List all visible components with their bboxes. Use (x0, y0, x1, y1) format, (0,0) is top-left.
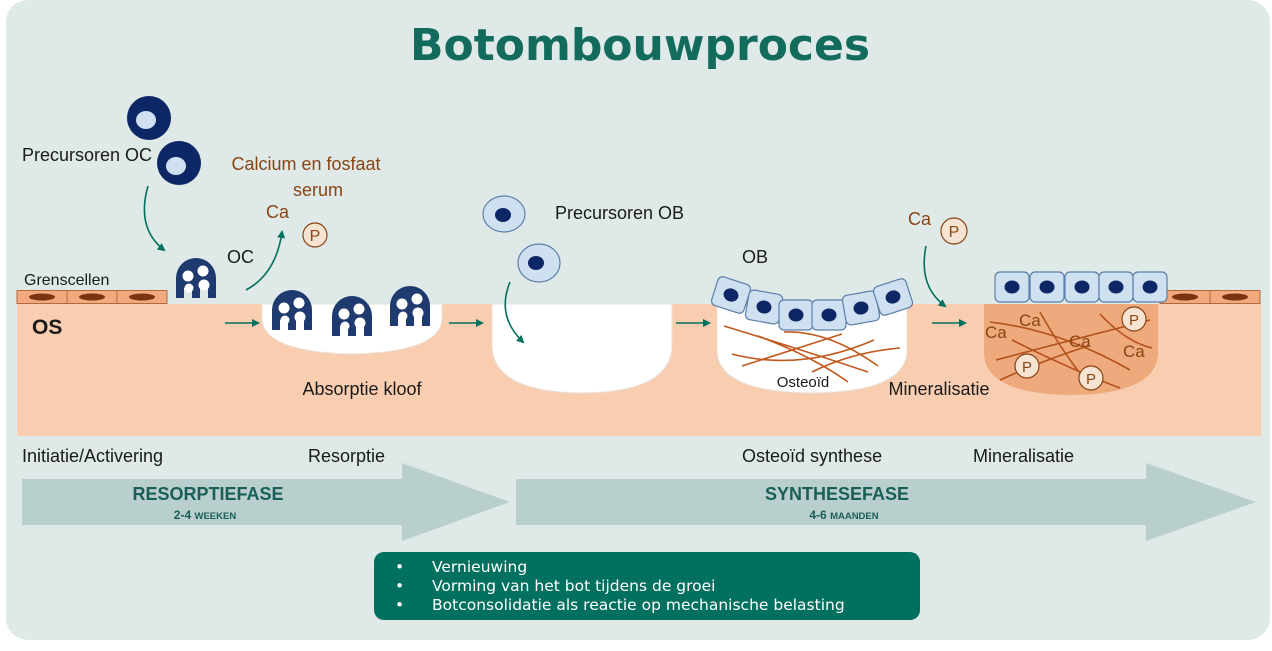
label-mineralisatie-mid: Mineralisatie (888, 379, 989, 399)
label-calcium-line2: serum (293, 180, 343, 200)
purpose-list: Vernieuwing Vorming van het bot tijdens … (374, 552, 920, 615)
osteoclast-cell (272, 290, 312, 330)
precursor-ob-cell (482, 195, 526, 233)
svg-text:P: P (1086, 371, 1096, 388)
osteoblast-cell (1029, 271, 1065, 303)
label-incoming-ca: Ca (908, 209, 932, 229)
label-oc: OC (227, 247, 254, 267)
lining-cell (66, 290, 118, 304)
phase-arrow-resorptie (22, 463, 510, 541)
osteoblast-cell (811, 299, 847, 331)
stage-label-resorptie: Resorptie (308, 446, 385, 466)
purpose-item: Botconsolidatie als reactie op mechanisc… (395, 596, 920, 615)
purpose-list-box: Vernieuwing Vorming van het bot tijdens … (374, 552, 920, 620)
stage-label-mineralisatie: Mineralisatie (973, 446, 1074, 466)
lining-cell (16, 290, 68, 304)
osteoblast-cell (1132, 271, 1168, 303)
mineral-ca: Ca (1019, 311, 1041, 330)
lining-cell (1209, 290, 1261, 304)
svg-text:P: P (310, 228, 321, 245)
stage-label-osteoid: Osteoïd synthese (742, 446, 882, 466)
svg-text:P: P (1129, 312, 1139, 329)
osteoblast-cell (994, 271, 1030, 303)
lining-cell (116, 290, 168, 304)
osteoblast-cell (1064, 271, 1100, 303)
stage-label-initiatie: Initiatie/Activering (22, 446, 163, 466)
osteoblast-cell (744, 288, 784, 326)
phase-duration-resorptie: 2-4 WEEKEN (174, 508, 237, 522)
label-precursor-ob: Precursoren OB (555, 203, 684, 223)
diagram-title: Botombouwproces (410, 20, 870, 71)
osteoblast-cell (778, 299, 814, 331)
mineral-p: P (1121, 306, 1147, 332)
osteoclast-cell (176, 258, 216, 298)
mineral-p: P (1014, 353, 1040, 379)
osteoclast-cell (390, 286, 430, 326)
phase-name-synthese: SYNTHESEFASE (765, 484, 909, 504)
empty-cavity (491, 303, 673, 394)
process-arrows (143, 185, 967, 344)
precursor-ob-cell (517, 243, 561, 283)
label-grenscellen: Grenscellen (24, 272, 109, 289)
label-precursor-oc: Precursoren OC (22, 145, 152, 165)
phase-name-resorptie: RESORPTIEFASE (132, 484, 283, 504)
svg-text:P: P (1022, 359, 1032, 376)
arrow-precursor-to-oc (143, 185, 166, 252)
osteoid-cavity (716, 303, 908, 394)
precursor-oc-cell (127, 96, 171, 140)
osteoblast-cell (1098, 271, 1134, 303)
label-osteoid: Osteoïd (777, 374, 830, 391)
arrow-precursor-to-ob (504, 281, 525, 344)
mineral-p: P (1078, 365, 1104, 391)
mineral-deposits: Ca Ca Ca Ca P P P (985, 306, 1147, 391)
label-calcium-ca: Ca (266, 202, 290, 222)
phase-duration-synthese: 4-6 MAANDEN (809, 508, 878, 522)
osteoid-fibers (723, 325, 901, 383)
incoming-phosphate-badge: P (940, 217, 968, 245)
purpose-item: Vernieuwing (395, 558, 920, 577)
mineral-ca: Ca (985, 323, 1007, 342)
precursor-oc-cell (157, 141, 201, 185)
label-os: OS (32, 316, 62, 339)
label-ob: OB (742, 247, 768, 267)
phase-arrow-synthese (516, 463, 1256, 541)
purpose-item: Vorming van het bot tijdens de groei (395, 577, 920, 596)
osteoclast-cell (332, 296, 372, 336)
arrow-ca-p-in (923, 245, 947, 308)
mineral-ca: Ca (1069, 332, 1091, 351)
label-calcium-line1: Calcium en fosfaat (231, 154, 380, 174)
svg-text:P: P (949, 224, 960, 241)
mineral-ca: Ca (1123, 342, 1145, 361)
arrow-oc-release (245, 230, 286, 291)
phosphate-badge: P (302, 222, 328, 248)
label-absorptie-kloof: Absorptie kloof (302, 379, 422, 399)
